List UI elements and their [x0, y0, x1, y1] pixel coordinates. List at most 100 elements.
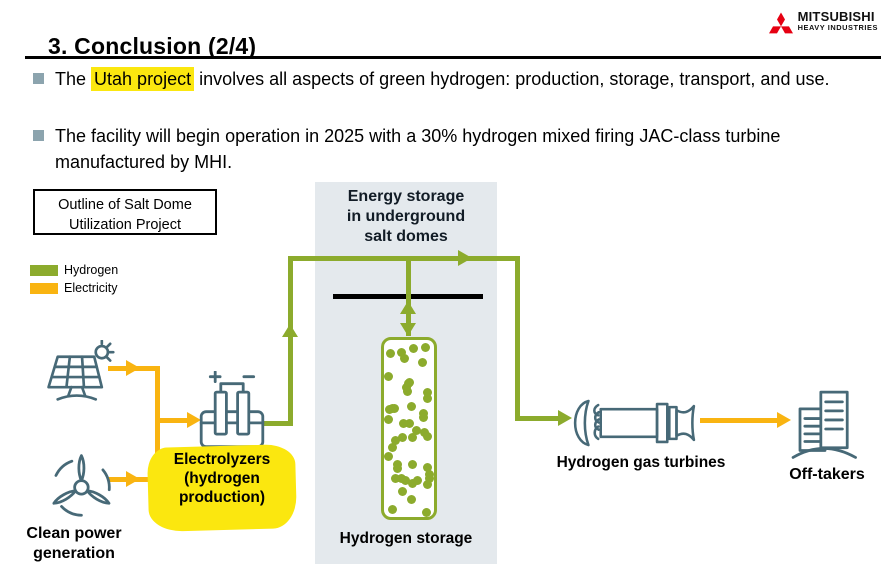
bullet-square-icon	[33, 130, 44, 141]
buildings-icon	[790, 388, 860, 463]
flow-legend: Hydrogen Electricity	[30, 261, 118, 297]
hydrogen-dot	[422, 507, 432, 517]
hydrogen-dot	[385, 348, 395, 358]
hydrogen-dot	[422, 388, 432, 398]
legend-electricity-label: Electricity	[64, 281, 118, 295]
diagram-caption-box: Outline of Salt Dome Utilization Project	[33, 189, 217, 235]
hydrogen-dot	[408, 478, 418, 488]
hydrogen-dot	[401, 382, 411, 392]
wind-turbine-icon	[42, 450, 124, 520]
hydrogen-line-top	[288, 256, 520, 261]
utah-project-highlight: Utah project	[91, 67, 195, 91]
electricity-arrow-wind-icon	[126, 471, 140, 487]
hydrogen-color-swatch	[30, 264, 58, 276]
mitsubishi-three-diamond-icon	[768, 12, 793, 34]
caption-line-2: Utilization Project	[68, 217, 181, 233]
hydrogen-dot	[384, 451, 394, 461]
electricity-arrow-solar-icon	[126, 360, 140, 376]
hydrogen-arrow-out-of-storage-icon	[400, 301, 416, 314]
bullet-item-1: The Utah project involves all aspects of…	[55, 66, 870, 92]
hydrogen-dot	[420, 427, 430, 437]
panel-header-line-1: Energy storage	[347, 188, 465, 205]
hydrogen-dot	[387, 442, 397, 452]
electricity-arrow-to-offtakers-icon	[777, 412, 791, 428]
hydrogen-dot	[392, 463, 402, 473]
solar-panel-icon	[38, 340, 120, 410]
electrolyzers-label-line-1: Electrolyzers	[173, 451, 271, 468]
hydrogen-line-from-electrolyzer	[264, 421, 293, 426]
hydrogen-dot	[390, 474, 400, 484]
clean-power-label-line-1: Clean power	[26, 525, 122, 542]
hydrogen-dot	[422, 432, 432, 442]
hydrogen-dot	[424, 470, 434, 480]
electricity-arrow-to-electrolyzer-icon	[187, 412, 201, 428]
electrolyzers-label: Electrolyzers (hydrogen production)	[148, 450, 296, 507]
hydrogen-dot	[411, 425, 421, 435]
logo-wordmark: MITSUBISHI HEAVY INDUSTRIES	[798, 10, 878, 32]
hydrogen-storage-tank	[381, 337, 437, 520]
panel-header-line-3: salt domes	[364, 228, 448, 245]
hydrogen-dot	[418, 412, 428, 422]
hydrogen-dot	[406, 495, 416, 505]
page-title: 3. Conclusion (2/4)	[48, 33, 257, 60]
hydrogen-dot	[405, 418, 415, 428]
clean-power-label: Clean power generation	[4, 524, 144, 564]
hydrogen-dot	[384, 372, 394, 382]
panel-header-line-2: in underground	[346, 208, 466, 225]
hydrogen-dot	[420, 343, 430, 353]
bullet-2-text: The facility will begin operation in 202…	[55, 126, 781, 172]
electricity-line-to-offtakers	[700, 418, 778, 423]
salt-dome-panel-header: Energy storage in underground salt domes	[315, 187, 497, 247]
legend-electricity-row: Electricity	[30, 279, 118, 297]
gas-turbines-label: Hydrogen gas turbines	[556, 454, 726, 471]
bullet-1-text-pre: The	[55, 69, 92, 89]
bullet-item-2: The facility will begin operation in 202…	[55, 123, 870, 175]
hydrogen-line-storage-branch	[406, 256, 411, 336]
legend-hydrogen-label: Hydrogen	[64, 263, 119, 277]
electrolyzers-label-line-3: production)	[178, 489, 266, 506]
logo-brand-text: MITSUBISHI	[797, 9, 875, 24]
hydrogen-line-to-turbine	[515, 416, 559, 421]
legend-hydrogen-row: Hydrogen	[30, 261, 118, 279]
hydrogen-line-riser	[288, 256, 293, 426]
hydrogen-dot	[398, 432, 408, 442]
hydrogen-dot	[403, 387, 413, 397]
hydrogen-dot	[396, 473, 406, 483]
mitsubishi-logo: MITSUBISHI HEAVY INDUSTRIES	[768, 10, 878, 34]
clean-power-label-line-2: generation	[33, 545, 115, 562]
bullet-square-icon	[33, 73, 44, 84]
electrolyzer-icon	[197, 371, 267, 451]
hydrogen-arrow-right-icon	[458, 250, 472, 266]
hydrogen-dot	[398, 486, 408, 496]
hydrogen-dot	[408, 433, 418, 443]
hydrogen-dot	[404, 377, 414, 387]
hydrogen-dot	[423, 479, 433, 489]
hydrogen-line-downcomer	[515, 256, 520, 421]
hydrogen-arrow-to-turbine-icon	[558, 410, 572, 426]
hydrogen-dot	[422, 462, 432, 472]
hydrogen-dot	[388, 504, 398, 514]
hydrogen-dot	[391, 436, 401, 446]
hydrogen-dot	[399, 354, 409, 364]
title-divider	[25, 56, 881, 59]
caption-line-1: Outline of Salt Dome	[58, 197, 192, 213]
electrolyzers-label-line-2: (hydrogen	[184, 470, 260, 487]
hydrogen-dot	[399, 419, 409, 429]
hydrogen-dot	[413, 475, 423, 485]
gas-turbine-icon	[570, 394, 698, 452]
hydrogen-storage-label: Hydrogen storage	[339, 530, 473, 547]
logo-sub-text: HEAVY INDUSTRIES	[797, 23, 878, 32]
hydrogen-dot	[409, 344, 419, 354]
hydrogen-dot	[417, 358, 427, 368]
offtakers-label: Off-takers	[789, 466, 865, 483]
hydrogen-arrow-up-icon	[282, 324, 298, 337]
hydrogen-dot	[407, 402, 417, 412]
bullet-1-text-post: involves all aspects of green hydrogen: …	[194, 69, 830, 89]
hydrogen-dot	[388, 403, 398, 413]
hydrogen-arrow-into-storage-icon	[400, 323, 416, 336]
hydrogen-dot	[407, 459, 417, 469]
electricity-color-swatch	[30, 282, 58, 294]
hydrogen-dot	[384, 415, 393, 425]
electricity-line-to-electrolyzer	[155, 418, 189, 423]
